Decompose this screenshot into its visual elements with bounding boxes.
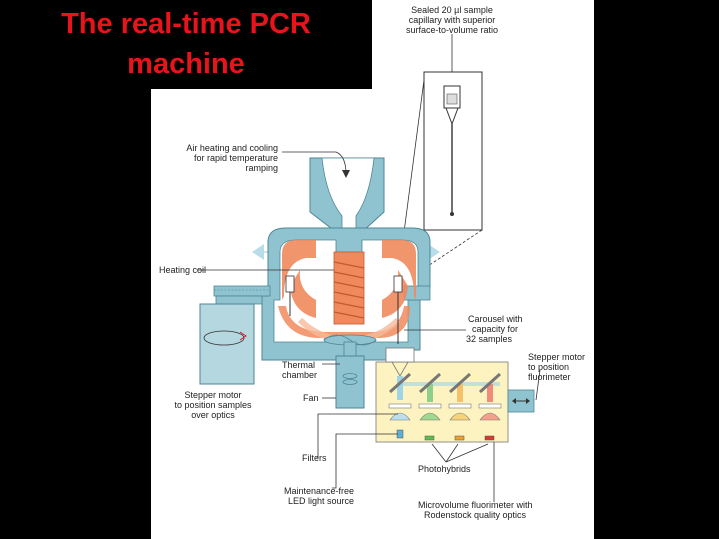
optical-paths bbox=[397, 376, 500, 402]
stepper-fluorimeter-label-line-2: to position bbox=[528, 362, 569, 372]
microvolume-label-line-1: Microvolume fluorimeter with bbox=[418, 500, 533, 510]
capillary-tube-icon bbox=[443, 85, 461, 216]
stepper-motor-icon bbox=[199, 285, 271, 385]
filters-label: Filters bbox=[302, 453, 327, 463]
fluorimeter-box bbox=[375, 347, 509, 443]
thermal-chamber-label-line-2: chamber bbox=[282, 370, 317, 380]
fan-motor bbox=[335, 341, 365, 409]
thermal-chamber-label: Thermal chamber bbox=[282, 360, 317, 380]
stepper-fluorimeter-label-line-3: fluorimeter bbox=[528, 372, 571, 382]
stepper-fluorimeter-label-line-1: Stepper motor bbox=[528, 352, 585, 362]
stepper-samples-label-line-1: Stepper motor bbox=[184, 390, 241, 400]
carousel-label: Carousel with capacity for 32 samples bbox=[466, 314, 523, 344]
capillary-label-line-2: capillary with superior bbox=[409, 15, 496, 25]
carousel-label-line-1: Carousel with bbox=[468, 314, 523, 324]
photohybrid-detectors bbox=[396, 429, 495, 441]
heating-coil-label: Heating coil bbox=[159, 265, 206, 275]
led-label-line-2: LED light source bbox=[288, 496, 354, 506]
photohybrids-label: Photohybrids bbox=[418, 464, 471, 474]
slide-title: The real-time PCR machine bbox=[0, 4, 372, 84]
fan-label: Fan bbox=[303, 393, 319, 403]
microvolume-label-line-2: Rodenstock quality optics bbox=[424, 510, 527, 520]
stepper-fluorimeter-label: Stepper motor to position fluorimeter bbox=[528, 352, 585, 382]
capillary-inset bbox=[423, 71, 483, 231]
capillary-label-line-3: surface-to-volume ratio bbox=[406, 25, 498, 35]
filters bbox=[388, 403, 502, 409]
dichroic-mirrors bbox=[388, 372, 502, 394]
heating-coil-icon bbox=[333, 251, 365, 325]
thermal-chamber-label-line-1: Thermal bbox=[282, 360, 315, 370]
microvolume-label: Microvolume fluorimeter with Rodenstock … bbox=[418, 500, 533, 520]
slide-title-line-2: machine bbox=[127, 48, 245, 80]
fluorimeter-stepper-motor bbox=[507, 389, 535, 413]
lenses bbox=[389, 412, 501, 421]
carousel-capillary-left bbox=[285, 275, 295, 316]
carousel-capillary-right bbox=[393, 275, 403, 344]
carousel-label-line-3: 32 samples bbox=[466, 334, 513, 344]
carousel-label-line-2: capacity for bbox=[472, 324, 518, 334]
air-label-line-2: for rapid temperature bbox=[194, 153, 278, 163]
air-label-line-1: Air heating and cooling bbox=[186, 143, 278, 153]
air-label: Air heating and cooling for rapid temper… bbox=[186, 143, 278, 173]
led-label-line-1: Maintenance-free bbox=[284, 486, 354, 496]
capillary-label-line-1: Sealed 20 µl sample bbox=[411, 5, 493, 15]
capillary-label: Sealed 20 µl sample capillary with super… bbox=[406, 5, 498, 35]
air-label-line-3: ramping bbox=[245, 163, 278, 173]
led-label: Maintenance-free LED light source bbox=[284, 486, 354, 506]
stepper-samples-label-line-2: to position samples bbox=[174, 400, 252, 410]
slide-title-line-1: The real-time PCR bbox=[61, 8, 311, 40]
double-arrow-icon bbox=[512, 398, 530, 404]
stepper-samples-label-line-3: over optics bbox=[191, 410, 235, 420]
stepper-samples-label: Stepper motor to position samples over o… bbox=[174, 390, 252, 420]
